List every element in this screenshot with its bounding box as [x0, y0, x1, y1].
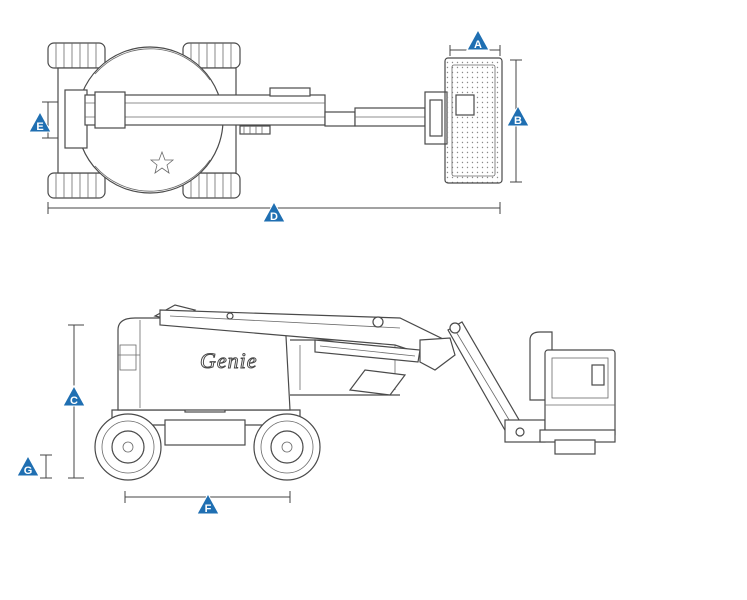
marker-f: F: [196, 492, 220, 515]
marker-a-label: A: [474, 39, 482, 51]
top-view-platform: [444, 57, 503, 184]
side-view-wheels: [94, 413, 321, 481]
genie-logo: Genie: [200, 348, 258, 373]
dimension-g: [40, 454, 52, 479]
marker-c: C: [62, 384, 86, 407]
marker-e-label: E: [36, 121, 43, 133]
side-view-chassis-box: [164, 419, 246, 446]
marker-d: D: [262, 200, 286, 223]
side-view: Genie: [40, 304, 616, 503]
side-view-turntable: [117, 317, 291, 411]
top-view-wheels: [47, 42, 241, 199]
top-view: [42, 42, 522, 214]
side-view-platform: [529, 331, 616, 455]
marker-b: B: [506, 104, 530, 127]
top-view-boom: [84, 87, 448, 145]
marker-c-label: C: [70, 395, 78, 407]
marker-d-label: D: [270, 211, 278, 223]
marker-f-label: F: [205, 503, 212, 515]
top-view-counterweight: [64, 89, 88, 149]
marker-a: A: [466, 28, 490, 51]
marker-g: G: [16, 454, 40, 477]
marker-b-label: B: [514, 115, 522, 127]
star-emblem: [149, 150, 175, 174]
marker-e: E: [28, 110, 52, 133]
marker-g-label: G: [24, 465, 33, 477]
side-view-jib: [419, 321, 546, 443]
